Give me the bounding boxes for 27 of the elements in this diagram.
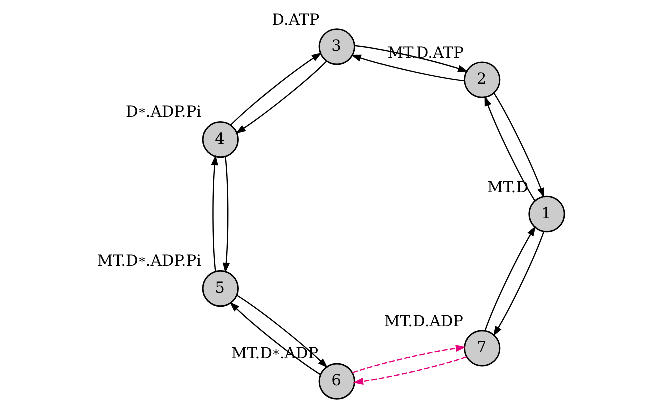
- arrow: [230, 302, 322, 376]
- node-label: MT.D*.ADP.Pi: [97, 252, 202, 270]
- node-label: MT.D.ADP: [384, 312, 464, 331]
- arrow: [211, 155, 218, 272]
- arrow: [222, 156, 230, 274]
- node-circle: 6: [318, 363, 356, 400]
- arrow: [494, 92, 545, 198]
- arrow: [352, 345, 466, 374]
- node-label: D.ATP: [272, 11, 320, 30]
- arrow: [493, 232, 545, 337]
- arrow: [230, 52, 322, 126]
- node-circle: 2: [464, 62, 501, 98]
- node-label: MT.D: [488, 178, 529, 196]
- arrow: [351, 54, 465, 82]
- node-circle: 3: [318, 28, 356, 66]
- arrow: [353, 356, 467, 386]
- arrow: [236, 295, 328, 368]
- node-label: MT.D.ATP: [388, 44, 464, 62]
- node-circle: 7: [464, 330, 501, 367]
- arrow: [236, 60, 328, 134]
- node-label: D*.ADP.Pi: [126, 102, 202, 121]
- arrow: [354, 45, 468, 72]
- node-circle: 1: [528, 196, 566, 233]
- arrow: [484, 96, 536, 202]
- arrow: [484, 226, 536, 332]
- node-circle: 5: [202, 270, 239, 308]
- node-circle: 4: [202, 121, 239, 158]
